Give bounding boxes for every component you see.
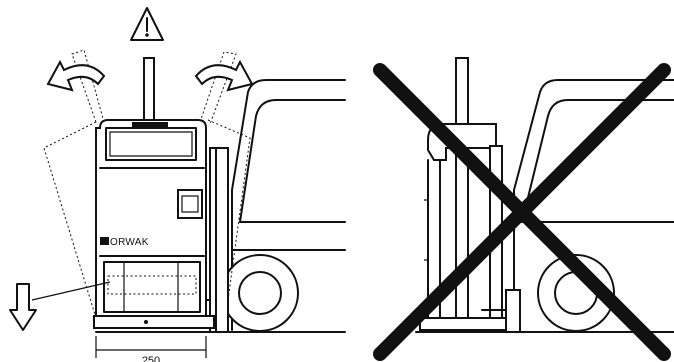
baler-machine: ORWAK — [94, 58, 214, 328]
right-panel — [380, 58, 674, 354]
tilt-arrow-right-icon — [196, 62, 252, 90]
cross-x-icon — [380, 70, 664, 354]
warning-triangle-icon — [131, 8, 163, 40]
lifting-bar — [144, 58, 154, 124]
tilt-arrow-left-icon — [48, 62, 104, 90]
left-panel: ORWAK — [10, 8, 345, 362]
brand-text: ORWAK — [110, 237, 149, 248]
down-arrow-icon — [10, 284, 36, 330]
dimension-indicator: 250 — [96, 336, 206, 362]
brand-logo-mark — [100, 237, 109, 245]
dimension-label: 250 — [142, 355, 160, 362]
forklift-wheel-left — [222, 255, 298, 331]
forklift-cab-right — [416, 80, 674, 332]
